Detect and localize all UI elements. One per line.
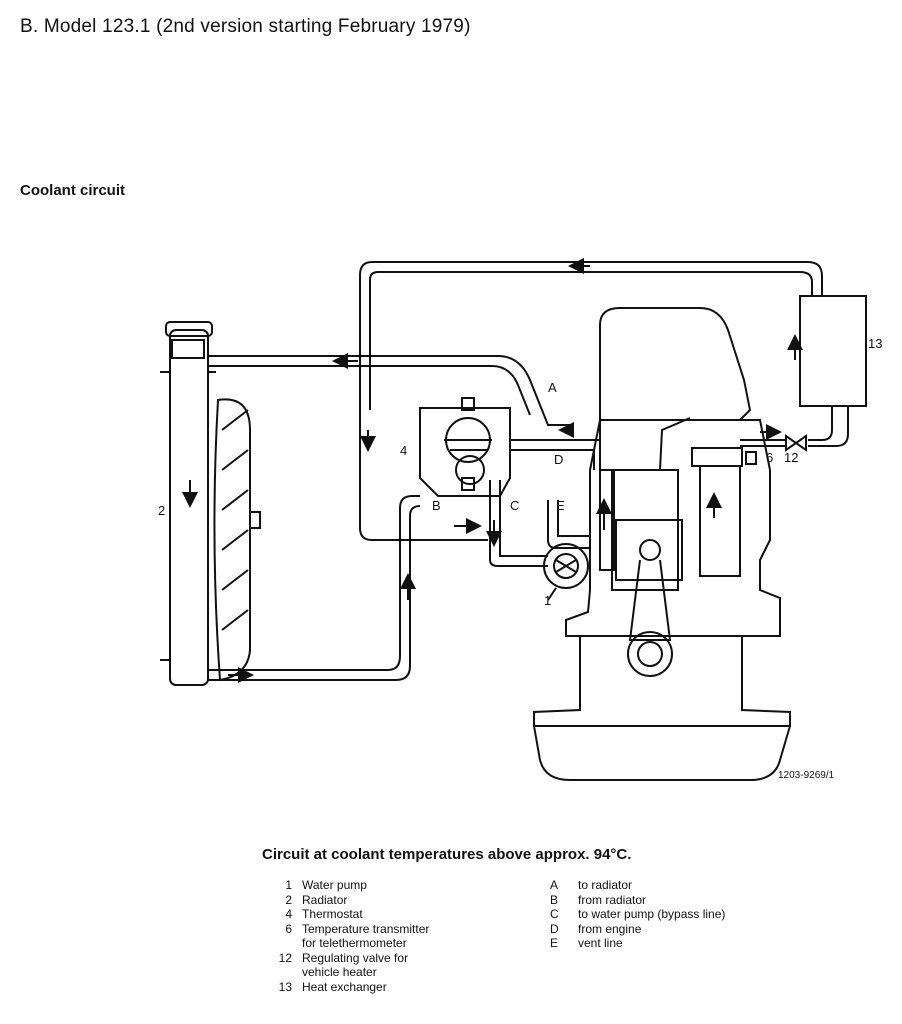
label-2: 2 <box>158 503 165 518</box>
heat-exchanger <box>799 295 867 407</box>
label-4: 4 <box>400 443 407 458</box>
crankcase <box>533 636 791 727</box>
label-A: A <box>548 380 557 395</box>
label-E: E <box>556 498 565 513</box>
page-heading: B. Model 123.1 (2nd version starting Feb… <box>20 16 471 37</box>
label-B: B <box>432 498 441 513</box>
temperature-transmitter <box>745 451 757 465</box>
lower-radiator-hose <box>208 495 420 671</box>
label-13: 13 <box>868 336 882 351</box>
label-6: 6 <box>766 450 773 465</box>
label-12: 12 <box>784 450 798 465</box>
label-1: 1 <box>544 593 551 608</box>
figure-caption: Circuit at coolant temperatures above ap… <box>262 846 632 863</box>
regulating-valve <box>785 434 807 452</box>
upper-radiator-hose <box>208 355 570 426</box>
engine-block <box>565 419 781 637</box>
heater-loop <box>359 261 823 410</box>
water-pump <box>543 543 589 589</box>
cylinder-head <box>599 307 752 421</box>
section-title: Coolant circuit <box>20 182 126 199</box>
figure-number: 1203-9269/1 <box>778 770 835 781</box>
radiator <box>160 321 216 686</box>
thermostat-housing <box>419 397 511 497</box>
label-D: D <box>554 452 563 467</box>
coolant-circuit-diagram: A B C D E 1 2 4 6 12 13 1203-9269/1 <box>158 258 882 781</box>
fan <box>213 398 261 682</box>
label-C: C <box>510 498 519 513</box>
